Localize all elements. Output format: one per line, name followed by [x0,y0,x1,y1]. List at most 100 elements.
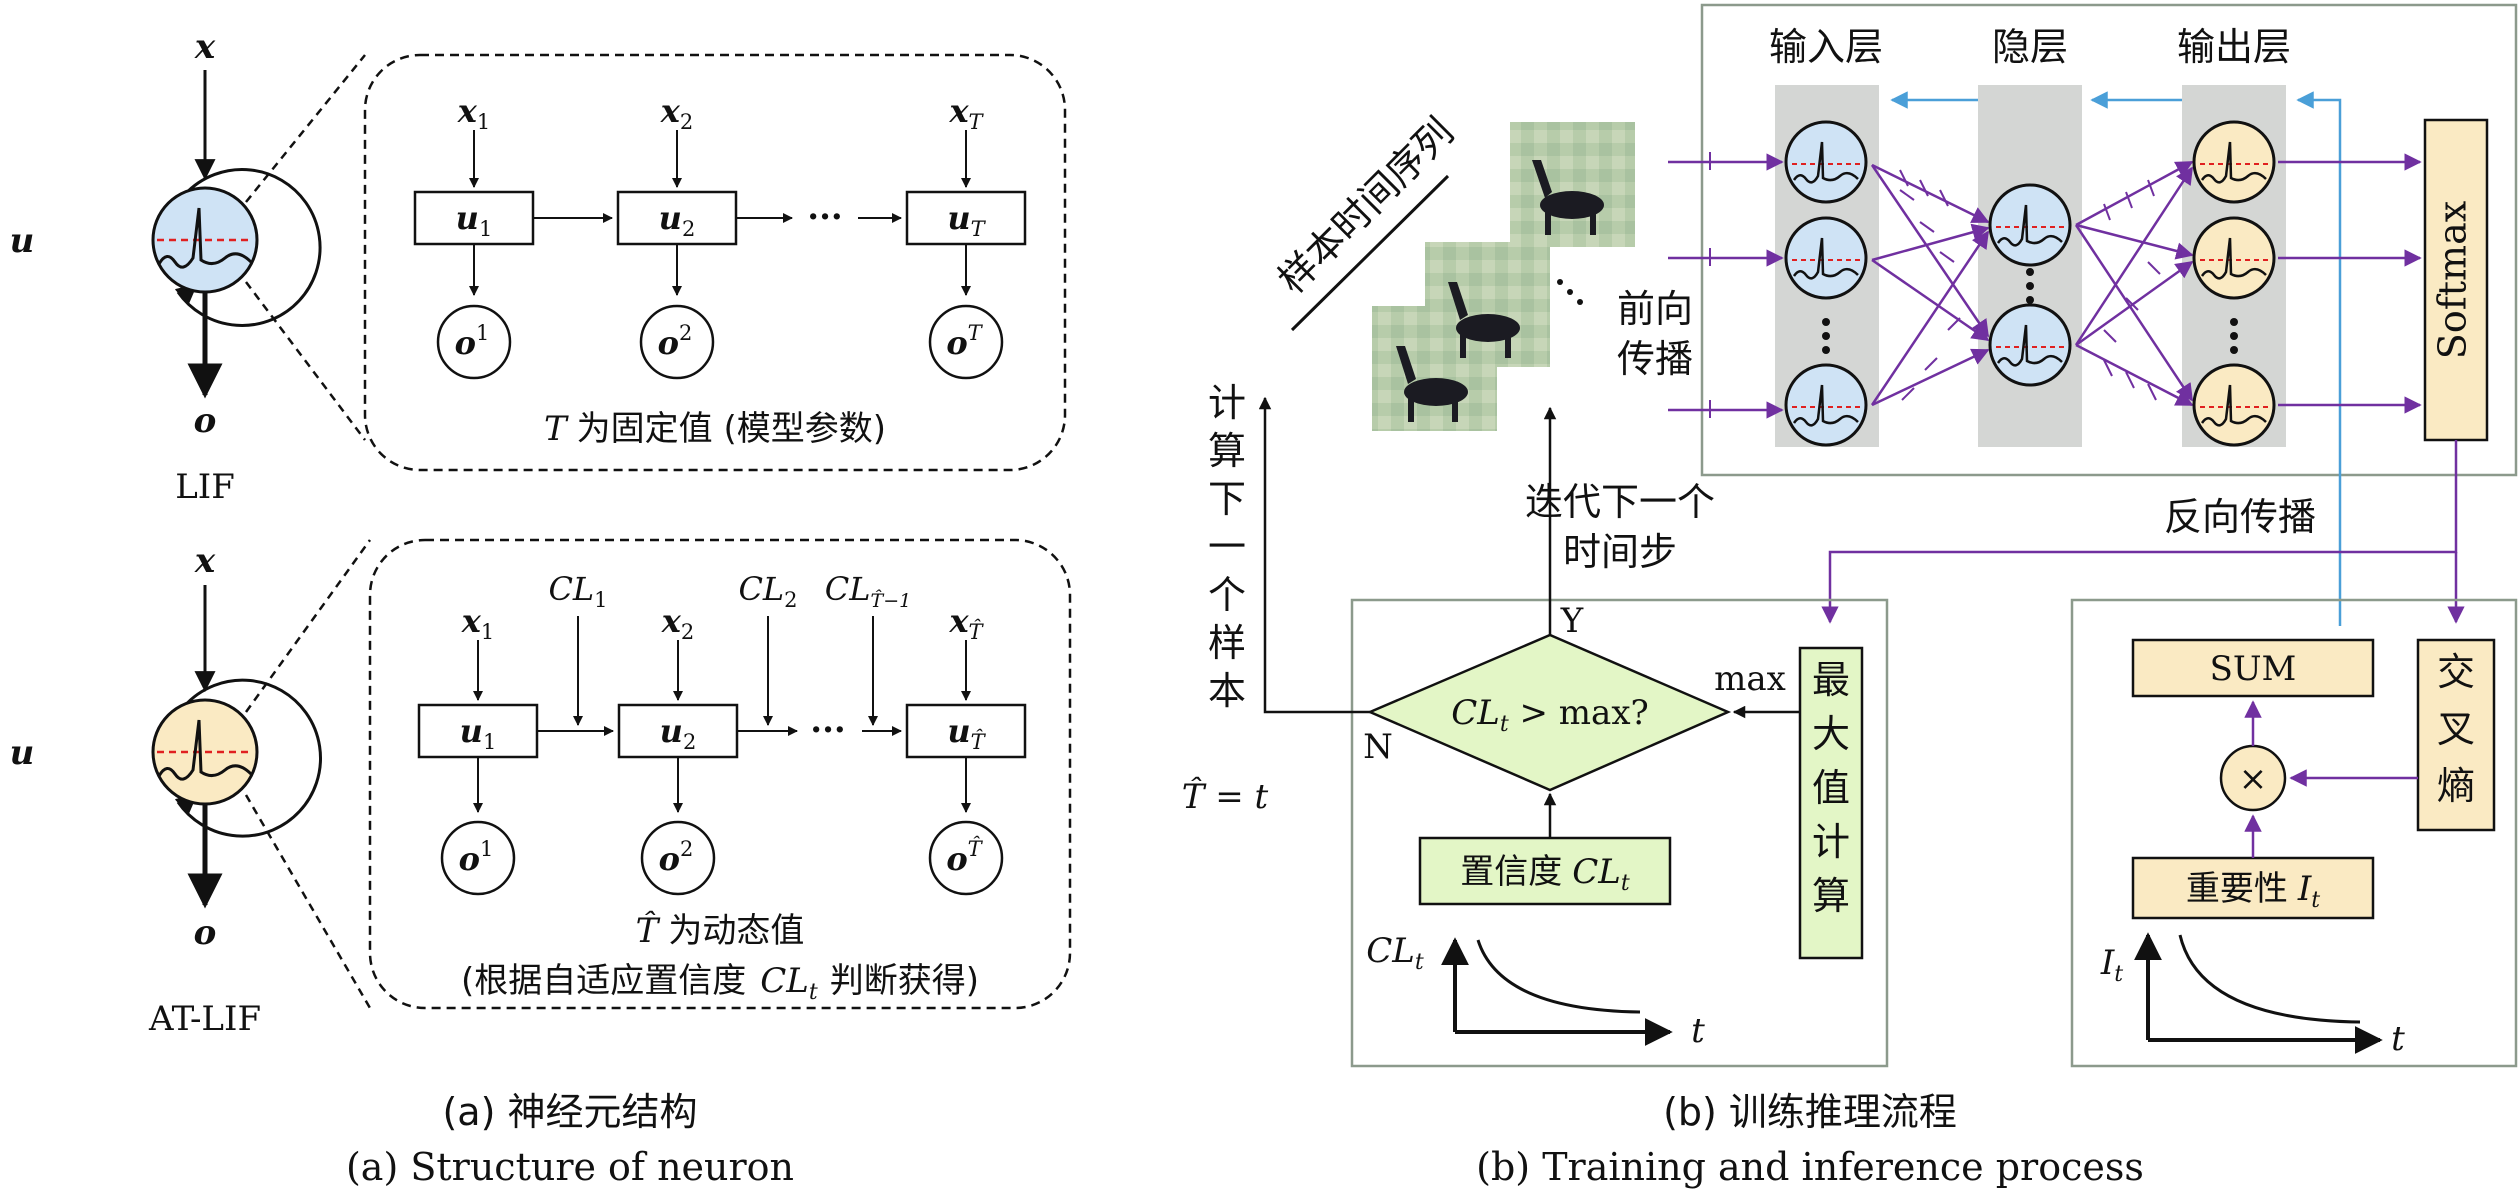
no-arrow [1258,396,1370,714]
svg-text:o1: o1 [455,321,490,362]
svg-text:o1: o1 [459,837,494,878]
importance-box [2131,856,2375,920]
iterate-label-2: 时间步 [1563,530,1677,574]
lif-state-box-2 [616,190,738,246]
svg-text:下: 下 [1208,477,1246,521]
cl-1: CL [548,570,594,608]
atlif-xT: x [948,602,969,640]
multiply-label: × [2239,759,2268,799]
svg-text:计: 计 [1812,820,1850,864]
svg-text:CLT̂−1: CLT̂−1 [825,570,911,612]
atlif-state-label: u [10,733,35,773]
sum-label: SUM [2210,649,2297,689]
svg-text:值: 值 [1812,766,1850,810]
atlif-note-1: T̂为动态值 [636,910,805,951]
atlif-state-box-1 [417,703,539,759]
atlif-u2: u [660,712,683,750]
importance-plot-t-axis-label: t [2391,1019,2405,1059]
lif-state-box-T [905,190,1027,246]
atlif-caption: AT-LIF [148,999,261,1039]
caption-a-cn: (a) 神经元结构 [442,1090,697,1134]
iterate-label-1: 迭代下一个 [1525,480,1715,524]
svg-text:o2: o2 [658,321,693,362]
max-label: max [1714,659,1786,699]
cl-2: CL [738,570,784,608]
forward-label-1: 前向 [1617,287,1693,331]
svg-text:oT: oT [946,321,983,362]
svg-text:uT̂: uT̂ [947,712,986,754]
atlif-o1: o [459,840,480,878]
lif-output-node-T [928,304,1004,380]
caption-a-en: (a) Structure of neuron [346,1145,794,1189]
next-sample-label: 计 算 下 一 个 样 本 [1208,381,1246,713]
cl-plot-t-axis-label: t [1691,1011,1705,1051]
svg-text:交: 交 [2437,650,2475,694]
output-layer-neurons [2192,120,2276,447]
atlif-unrolled-box [368,538,1072,1010]
cl-decay-plot [1441,937,1673,1046]
atlif-output-node-T [928,820,1004,896]
svg-text:oT̂: oT̂ [946,837,983,878]
lif-x2: x [660,92,681,130]
caption-b-en: (b) Training and inference process [1476,1145,2144,1189]
forward-label-2: 传播 [1617,337,1693,381]
svg-text:x2: x2 [661,602,694,644]
svg-text:CL1: CL1 [548,570,607,612]
i-axis-label: It [2100,943,2123,987]
backward-path [1821,440,2458,624]
lif-output-label: o [194,401,217,441]
cl-axis-label: CLt [1366,931,1424,975]
svg-text:样: 样 [1208,621,1246,665]
svg-text:o2: o2 [659,837,694,878]
atlif-o2: o [659,840,680,878]
lif-ellipsis: ··· [807,197,843,237]
sum-box [2131,638,2375,698]
svg-text:算: 算 [1208,429,1246,473]
lif-output-node-2 [639,304,715,380]
cross-entropy-label: 交 叉 熵 [2437,650,2475,808]
svg-text:uT: uT [947,199,986,241]
softmax-label: Softmax [2431,201,2475,359]
lif-neuron [151,70,322,399]
loss-frame [2070,598,2518,1068]
svg-text:最: 最 [1812,658,1850,702]
lif-input-label: x [194,27,216,67]
lif-state-box-1 [413,190,535,246]
lif-unrolled-box [363,53,1067,472]
confidence-box [1418,836,1672,906]
svg-text:u2: u2 [659,199,696,241]
atlif-oT: o [946,840,967,878]
atlif-x1: x [461,602,482,640]
svg-text:x1: x1 [457,92,490,134]
lif-xT: x [948,92,969,130]
svg-text:一: 一 [1208,525,1246,569]
lif-oT: o [946,324,967,362]
svg-text:u1: u1 [460,712,497,754]
atlif-uT: u [947,712,970,750]
sample-image-sequence [1372,122,1635,431]
atlif-unrolled-chain [417,616,1027,896]
cl-T-minus-1: CL [825,570,871,608]
lif-u1: u [456,199,479,237]
atlif-output-node-2 [640,820,716,896]
atlif-output-label: o [194,913,217,953]
svg-text:u2: u2 [660,712,697,754]
decision-diamond [1366,633,1732,792]
svg-text:x2: x2 [660,92,693,134]
sample-image-deer [1510,122,1635,247]
svg-text:计: 计 [1208,381,1246,425]
atlif-u1: u [460,712,483,750]
output-layer-label: 输出层 [2177,25,2291,69]
svg-text:本: 本 [1208,669,1246,713]
svg-text:叉: 叉 [2437,707,2475,751]
lif-state-label: u [10,221,35,261]
synapse-ticks [1709,152,2161,418]
hidden-layer-label: 隐层 [1992,25,2068,69]
svg-text:u1: u1 [456,199,493,241]
lif-o1: o [455,324,476,362]
atlif-output-node-1 [440,820,516,896]
